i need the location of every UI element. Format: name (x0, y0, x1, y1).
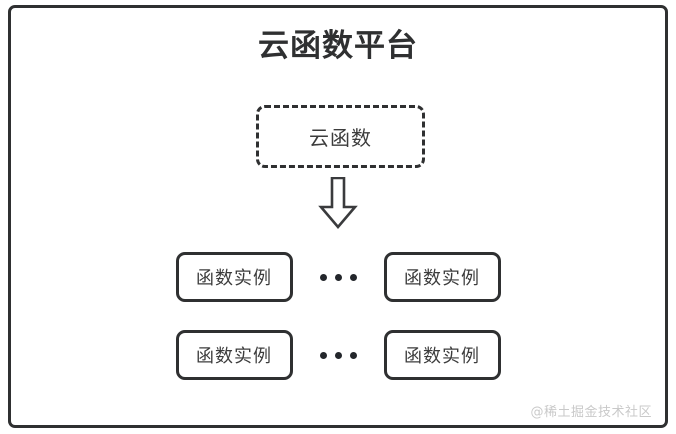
instance-row: 函数实例 函数实例 (0, 330, 676, 380)
ellipsis-dots-icon (293, 330, 384, 380)
function-instance-box: 函数实例 (383, 330, 501, 380)
function-instance-label: 函数实例 (196, 268, 272, 289)
ellipsis-dot (319, 273, 327, 281)
ellipsis-dots-icon (293, 252, 384, 302)
function-instance-box: 函数实例 (175, 330, 293, 380)
function-instance-label: 函数实例 (404, 268, 480, 289)
function-instance-label: 函数实例 (404, 346, 480, 367)
ellipsis-dot (349, 351, 357, 359)
watermark: @稀土掘金技术社区 (530, 405, 652, 420)
ellipsis-dot (349, 273, 357, 281)
arrow-down-icon (316, 176, 360, 230)
cloud-function-box: 云函数 (256, 105, 425, 168)
cloud-function-label: 云函数 (309, 126, 372, 150)
ellipsis-dot (334, 351, 342, 359)
instance-row: 函数实例 函数实例 (0, 252, 676, 302)
function-instance-label: 函数实例 (196, 346, 272, 367)
function-instance-box: 函数实例 (383, 252, 501, 302)
function-instance-box: 函数实例 (175, 252, 293, 302)
page-title: 云函数平台 (258, 28, 418, 64)
ellipsis-dot (334, 273, 342, 281)
ellipsis-dot (319, 351, 327, 359)
